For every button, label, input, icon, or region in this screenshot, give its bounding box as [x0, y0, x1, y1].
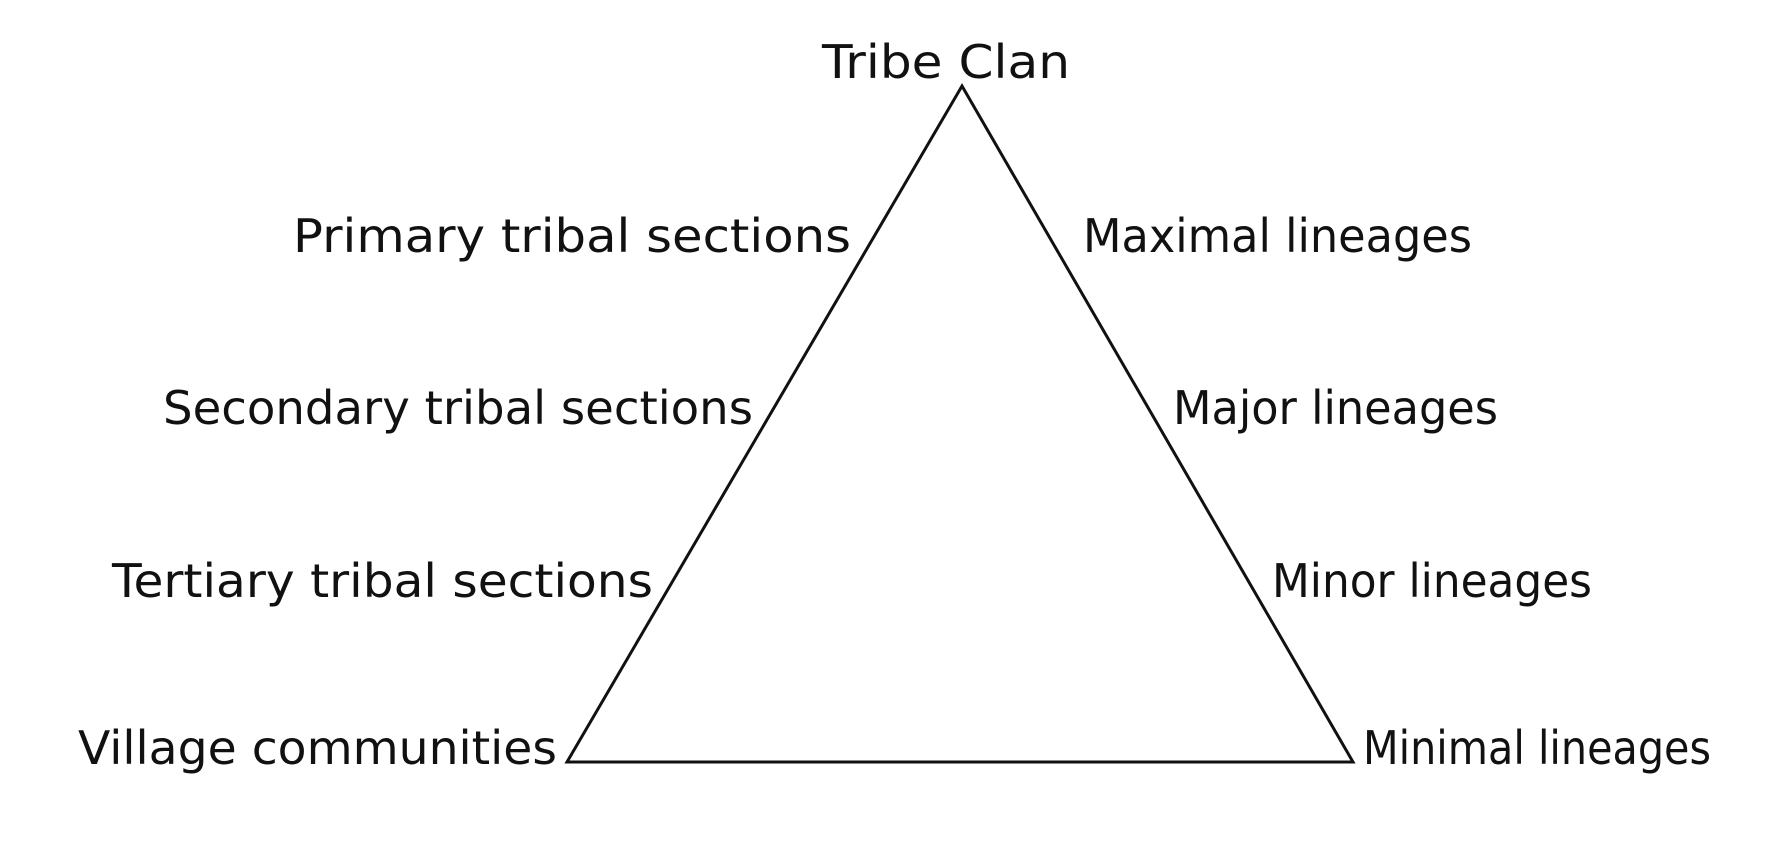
right-label-minor: Minor lineages [1272, 554, 1592, 608]
left-label-secondary: Secondary tribal sections [163, 381, 753, 435]
triangle [564, 83, 1356, 764]
apex-label: Tribe Clan [821, 35, 1070, 89]
left-label-primary: Primary tribal sections [293, 209, 851, 263]
left-label-tertiary: Tertiary tribal sections [111, 554, 653, 608]
right-label-maximal: Maximal lineages [1083, 209, 1472, 263]
left-label-village: Village communities [78, 721, 557, 775]
right-label-minimal: Minimal lineages [1363, 721, 1711, 775]
right-label-major: Major lineages [1173, 381, 1498, 435]
